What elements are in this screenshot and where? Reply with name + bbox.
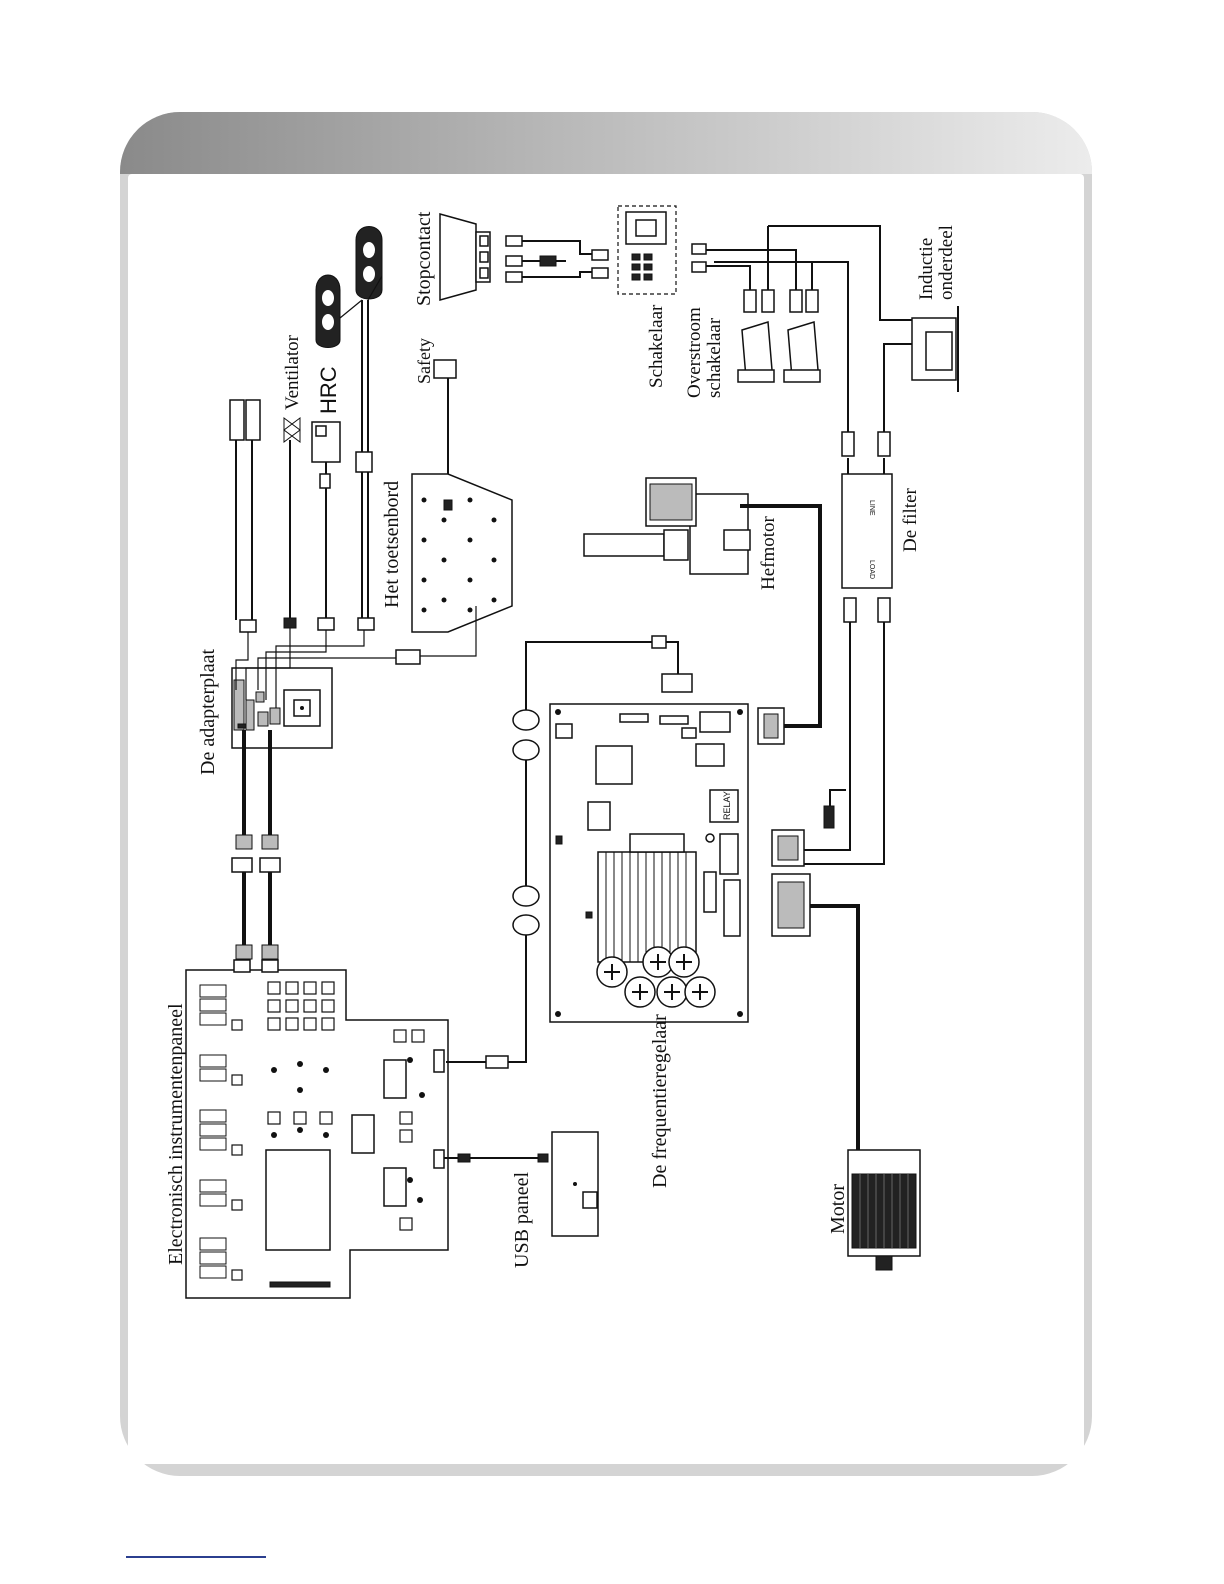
label-ventilator: Ventilator (282, 334, 303, 410)
label-hrc: HRC (316, 366, 341, 414)
label-filter-load: LOAD (868, 560, 875, 579)
header-band (120, 112, 1092, 174)
label-relay: RELAY (722, 791, 732, 820)
label-motor: Motor (827, 1184, 849, 1234)
adapter-plate (232, 668, 332, 748)
footer-rule (126, 1556, 266, 1558)
label-induction-line2: onderdeel (936, 225, 957, 300)
label-keyboard: Het toetsenbord (381, 481, 403, 608)
label-safety: Safety (414, 338, 434, 384)
label-filter-line: LINE (868, 500, 875, 516)
label-overcurrent-switch-line1: Overstroom (684, 307, 705, 398)
label-lift-motor: Hefmotor (758, 515, 779, 590)
label-filter: De filter (900, 487, 921, 552)
label-socket: Stopcontact (413, 211, 435, 306)
label-overcurrent-switch-line2: schakelaar (704, 317, 725, 398)
label-frequency-controller: De frequentieregelaar (649, 1014, 671, 1188)
label-induction-line1: Inductie (916, 238, 937, 300)
lcd-screen (266, 1150, 330, 1250)
label-usb-panel: USB paneel (511, 1171, 533, 1268)
label-switch: Schakelaar (646, 304, 667, 388)
label-instrument-panel: Electronisch instrumentenpaneel (165, 1003, 187, 1265)
label-adapter-plate: De adapterplaat (197, 649, 219, 775)
